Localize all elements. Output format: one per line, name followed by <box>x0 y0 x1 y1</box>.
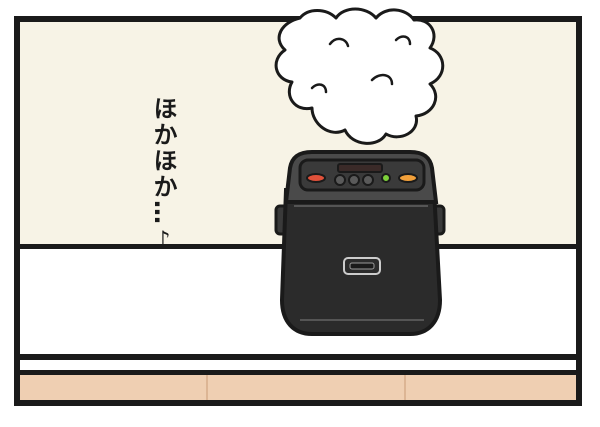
start-button-icon <box>306 173 326 183</box>
control-panel <box>298 158 426 192</box>
counter-lip <box>20 360 576 375</box>
floor-seam <box>206 375 208 400</box>
keep-warm-button-icon <box>398 173 418 183</box>
menu-button-icon <box>334 174 346 186</box>
display-screen <box>337 163 383 173</box>
front-latch-grip <box>349 262 375 270</box>
menu-button-icon <box>348 174 360 186</box>
green-indicator-icon <box>381 173 391 183</box>
counter-edge <box>20 354 576 360</box>
menu-button-icon <box>362 174 374 186</box>
sound-effect-text: ほかほか…♪ <box>149 96 177 256</box>
floor-seam <box>404 375 406 400</box>
wooden-floor <box>20 375 576 400</box>
steam-cloud-icon <box>274 7 445 145</box>
